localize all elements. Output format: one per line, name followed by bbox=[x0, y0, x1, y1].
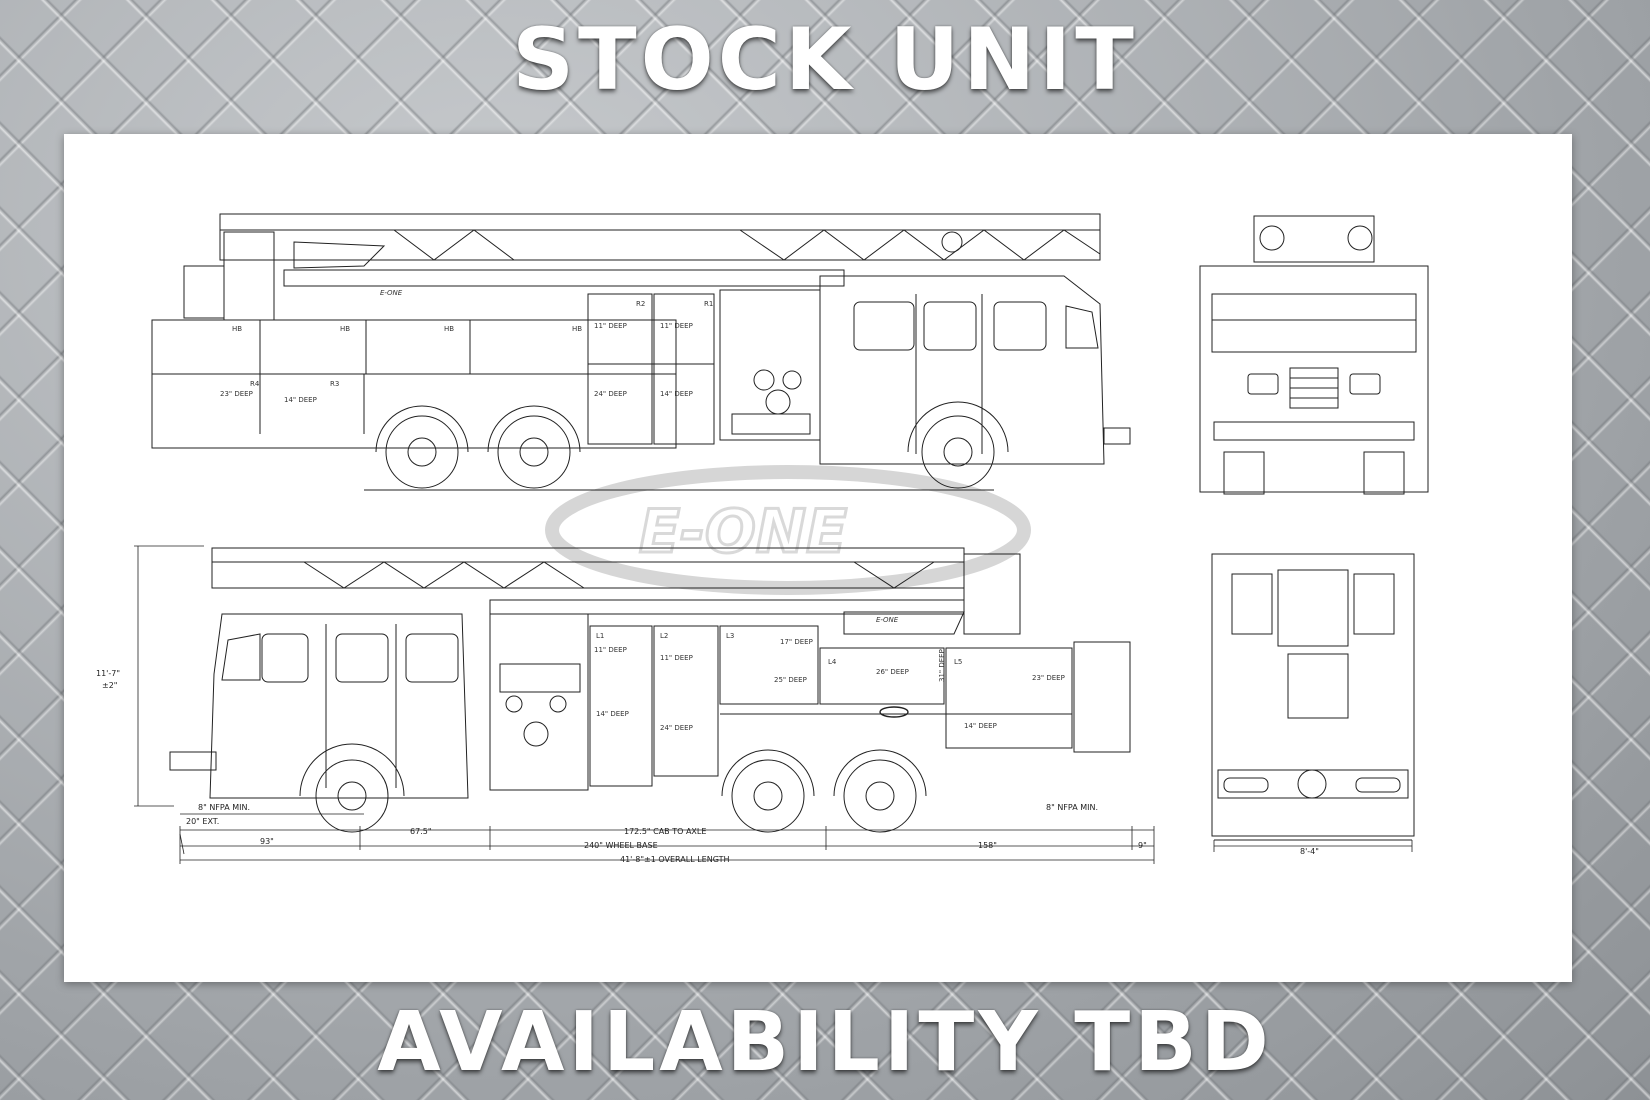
rear-nfpa-label: 8" NFPA MIN. bbox=[1046, 803, 1098, 812]
rear-overhang-label: 158" bbox=[978, 841, 997, 850]
side-view-wheels bbox=[375, 401, 1009, 489]
compartment-depth: 14" DEEP bbox=[284, 396, 317, 404]
compartment-depth: 24" DEEP bbox=[660, 724, 693, 732]
rear-tail-label: 9" bbox=[1138, 841, 1147, 850]
compartment-depth: 14" DEEP bbox=[660, 390, 693, 398]
compartment-depth: 14" DEEP bbox=[964, 722, 997, 730]
compartment-label: R3 bbox=[330, 380, 339, 388]
compartment-label: HB bbox=[572, 325, 582, 333]
compartment-label: HB bbox=[232, 325, 242, 333]
truck-side-view-right bbox=[151, 213, 1131, 491]
compartment-depth: 14" DEEP bbox=[596, 710, 629, 718]
compartment-depth: 26" DEEP bbox=[876, 668, 909, 676]
compartment-label: R1 bbox=[704, 300, 713, 308]
compartment-depth: 11" DEEP bbox=[660, 654, 693, 662]
overall-height-label: 11'-7" bbox=[96, 669, 120, 678]
compartment-depth: 31" DEEP bbox=[938, 649, 946, 682]
compartment-label: L1 bbox=[596, 632, 604, 640]
truck-front-view bbox=[1199, 215, 1429, 495]
compartment-depth: 17" DEEP bbox=[780, 638, 813, 646]
compartment-label: HB bbox=[444, 325, 454, 333]
left-view-wheels bbox=[299, 743, 927, 833]
compartment-label: L3 bbox=[726, 632, 734, 640]
compartment-depth: 11" DEEP bbox=[594, 646, 627, 654]
compartment-label: R2 bbox=[636, 300, 645, 308]
compartment-depth: 23" DEEP bbox=[1032, 674, 1065, 682]
overall-length-label: 41'-8"±1 OVERALL LENGTH bbox=[620, 855, 730, 864]
compartment-label: R4 bbox=[250, 380, 260, 388]
side-view-labels: HB HB HB HB R4 23" DEEP R3 14" DEEP R2 1… bbox=[220, 289, 713, 404]
dimension-labels: 11'-7" ±2" 20" EXT. 8" NFPA MIN. 8" NFPA… bbox=[96, 669, 1319, 864]
front-overhang-label: 93" bbox=[260, 837, 274, 846]
compartment-depth: 25" DEEP bbox=[774, 676, 807, 684]
wheel-base-label: 240" WHEEL BASE bbox=[584, 841, 658, 850]
compartment-depth: 11" DEEP bbox=[660, 322, 693, 330]
compartment-depth: 24" DEEP bbox=[594, 390, 627, 398]
left-view-labels: L1 11" DEEP 14" DEEP L2 11" DEEP 24" DEE… bbox=[594, 616, 1065, 732]
compartment-label: L2 bbox=[660, 632, 668, 640]
front-extension-label: 20" EXT. bbox=[186, 817, 219, 826]
truck-badge-text: E-ONE bbox=[876, 616, 899, 624]
blueprint-drawing: E-ONE bbox=[96, 213, 1429, 864]
cab-to-axle-label: 172.5" CAB TO AXLE bbox=[624, 827, 706, 836]
cab-length-label: 67.5" bbox=[410, 827, 432, 836]
headline-availability: AVAILABILITY TBD bbox=[377, 995, 1273, 1090]
compartment-depth: 23" DEEP bbox=[220, 390, 253, 398]
compartment-label: HB bbox=[340, 325, 350, 333]
compartment-label: L4 bbox=[828, 658, 837, 666]
rear-width-label: 8'-4" bbox=[1300, 847, 1319, 856]
truck-badge-text: E-ONE bbox=[380, 289, 403, 297]
headline-stock-unit: STOCK UNIT bbox=[512, 10, 1138, 110]
blueprint-sheet: E-ONE bbox=[64, 134, 1572, 982]
compartment-depth: 11" DEEP bbox=[594, 322, 627, 330]
height-tolerance-label: ±2" bbox=[102, 681, 117, 690]
front-nfpa-label: 8" NFPA MIN. bbox=[198, 803, 250, 812]
truck-rear-view bbox=[1211, 553, 1415, 841]
watermark-text: E-ONE bbox=[639, 497, 847, 567]
compartment-label: L5 bbox=[954, 658, 962, 666]
e-one-watermark-logo: E-ONE bbox=[545, 465, 1031, 595]
truck-side-view-left bbox=[169, 547, 1131, 833]
dimension-lines bbox=[134, 545, 1413, 864]
